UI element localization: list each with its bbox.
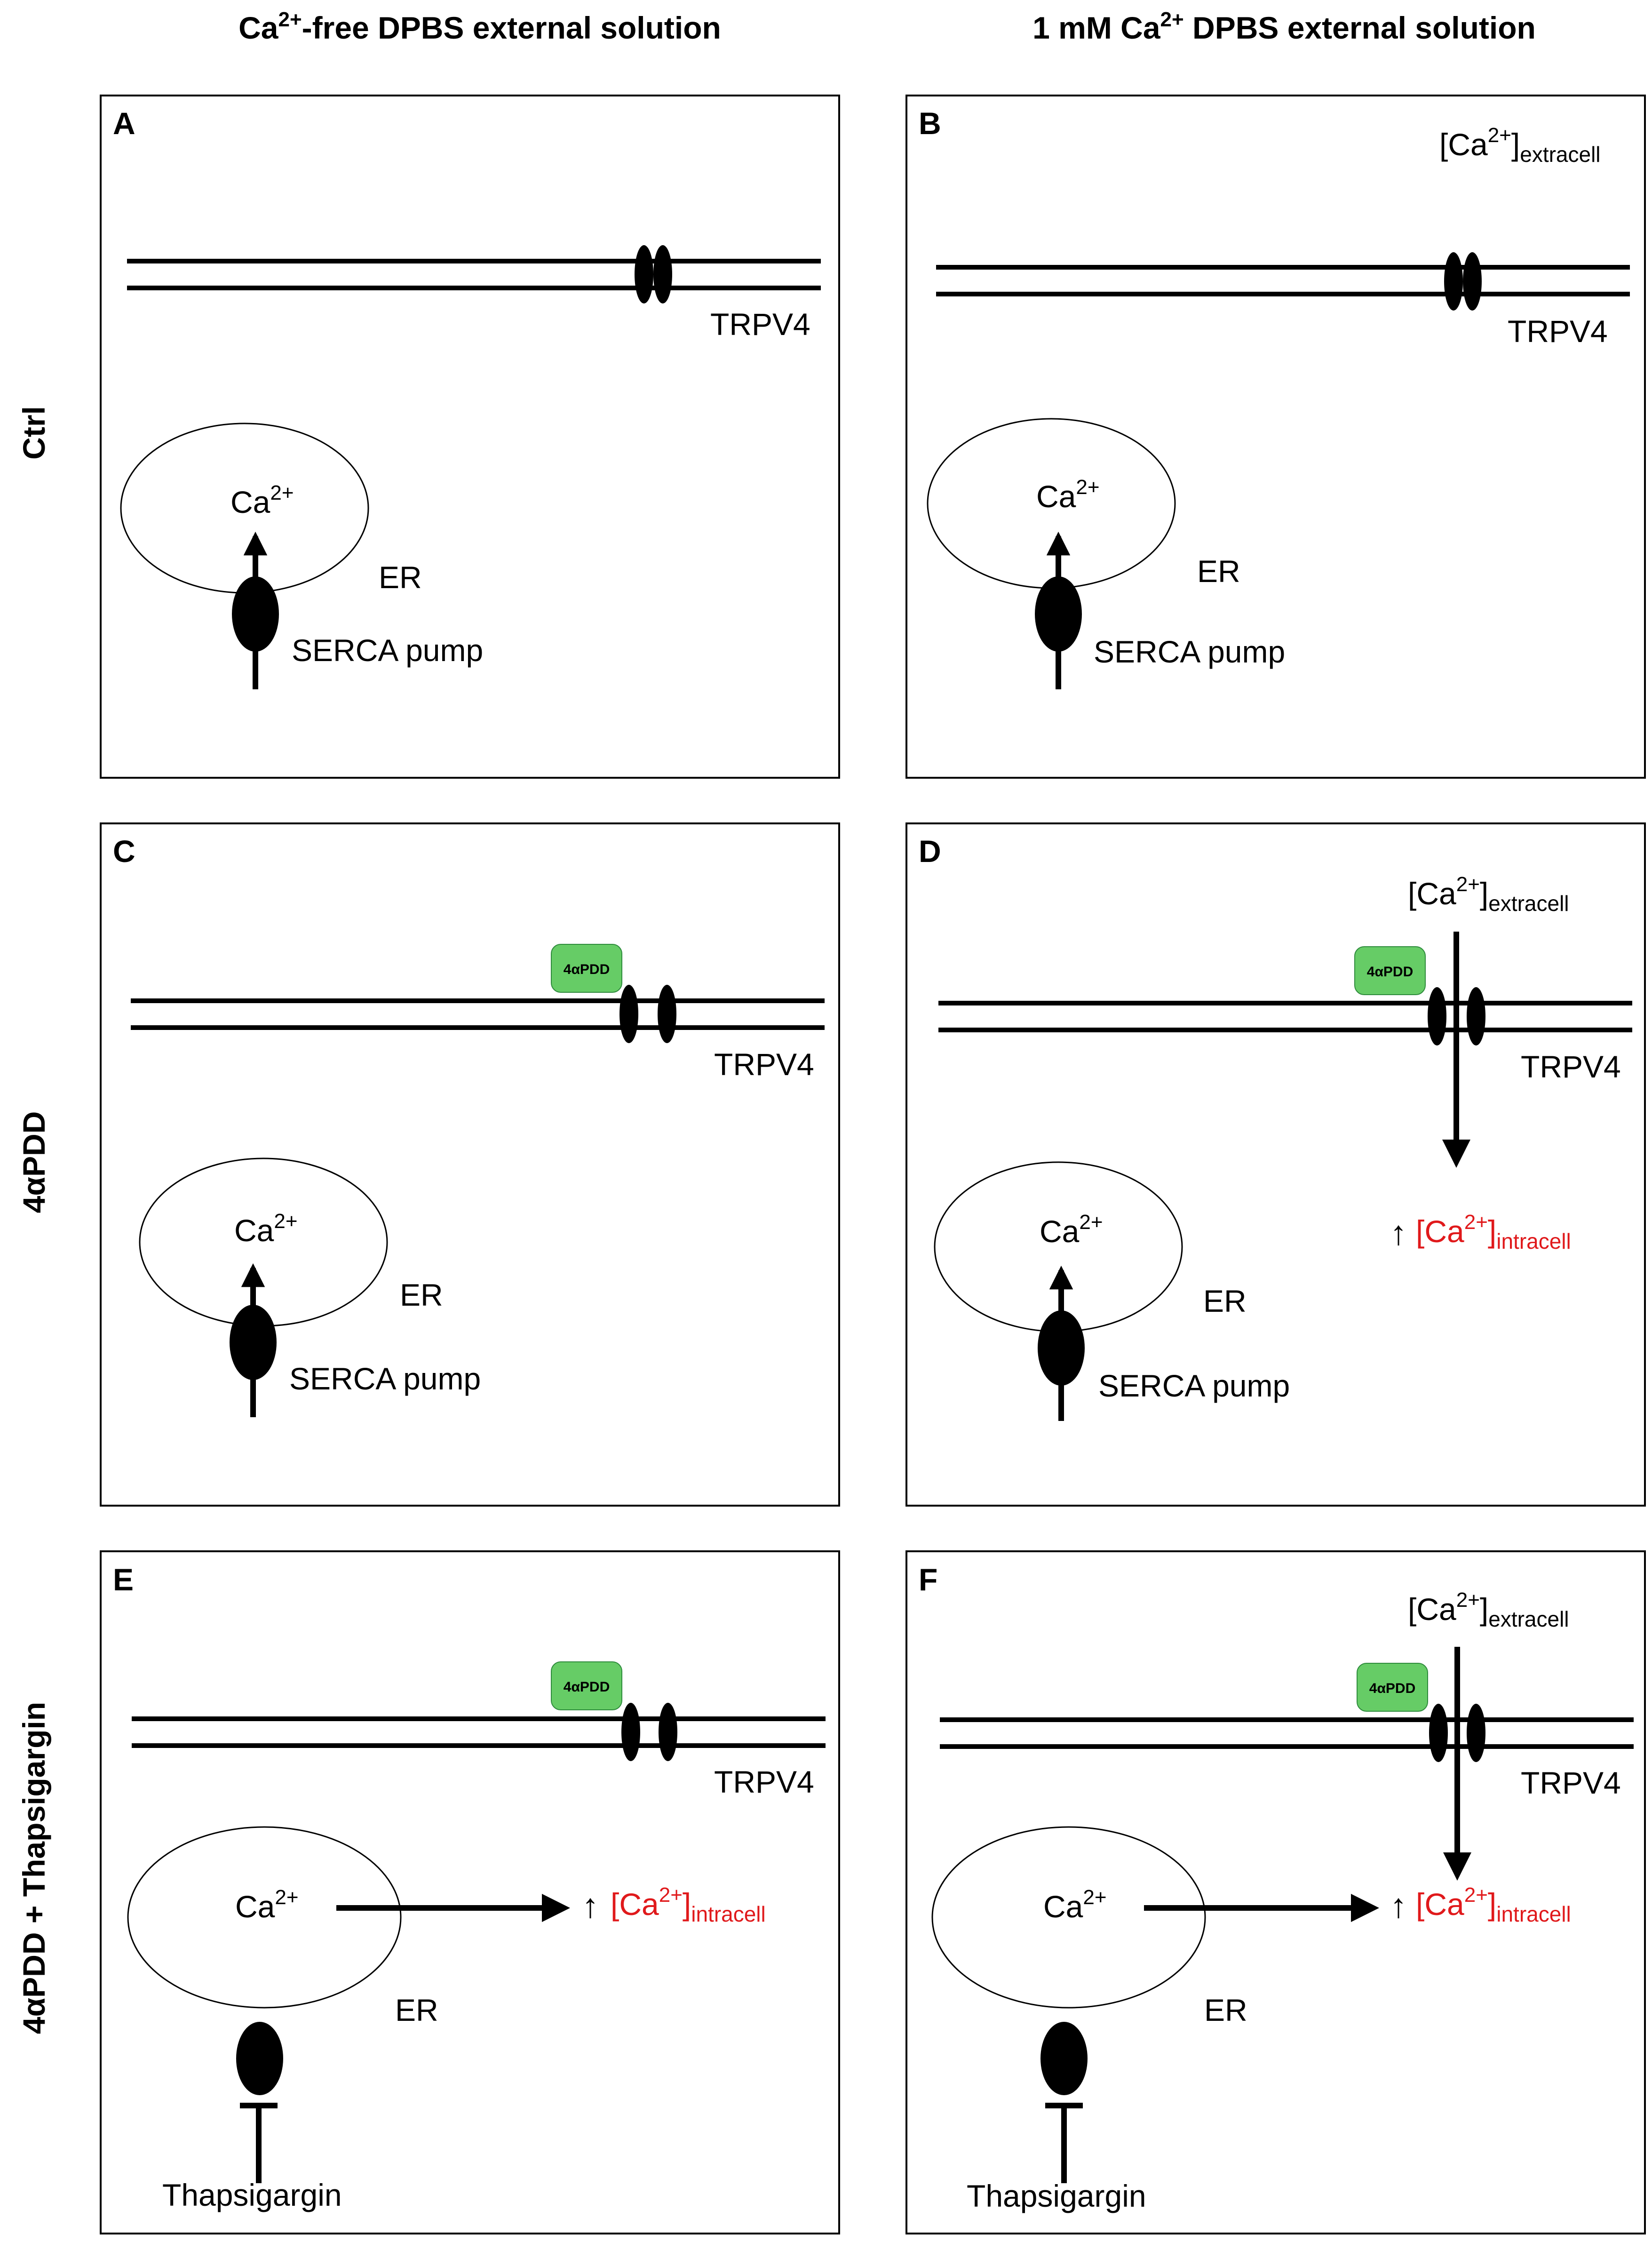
trpv4-channel-subunit — [1444, 252, 1463, 311]
trpv4-channel-subunit — [621, 1703, 640, 1761]
er-label: ER — [1204, 1993, 1247, 2027]
trpv4-label: TRPV4 — [1521, 1765, 1621, 1800]
ca-label: Ca2+ — [1036, 476, 1100, 514]
panel-b: B [Ca2+]extracell TRPV4 ER Ca2+ SERCA pu… — [905, 95, 1646, 779]
trpv4-channel-subunit — [659, 1703, 677, 1761]
panel-letter: D — [919, 834, 941, 869]
trpv4-channel-subunit — [1467, 987, 1485, 1045]
trpv4-channel-subunit — [658, 985, 676, 1043]
panel-letter: E — [113, 1562, 134, 1597]
er-label: ER — [1197, 554, 1240, 589]
trpv4-channel-subunit — [1467, 1704, 1485, 1762]
serca-label: SERCA pump — [1098, 1368, 1290, 1403]
trpv4-channel-subunit — [1428, 987, 1446, 1045]
serca-pump-icon — [1035, 576, 1082, 652]
serca-pump-icon — [1038, 1310, 1085, 1386]
panel-frame — [905, 822, 1646, 1507]
trpv4-channel-subunit — [635, 245, 653, 303]
intracellular-ca-label: [Ca2+]intracell — [611, 1883, 766, 1926]
serca-pump-icon — [236, 2022, 283, 2095]
4apdd-drug-label: 4αPDD — [1369, 1681, 1415, 1696]
trpv4-label: TRPV4 — [714, 1764, 814, 1799]
trpv4-channel-subunit — [620, 985, 638, 1043]
panel-d: D [Ca2+]extracell 4αPDD TRPV4 ↑ [Ca2+]in… — [905, 822, 1646, 1507]
trpv4-channel-subunit — [1463, 252, 1482, 311]
thapsigargin-label: Thapsigargin — [967, 2178, 1146, 2213]
increase-arrow: ↑ — [582, 1887, 599, 1925]
trpv4-label: TRPV4 — [714, 1047, 814, 1082]
panel-frame — [100, 822, 840, 1507]
intracellular-ca-label: [Ca2+]intracell — [1416, 1883, 1571, 1926]
column-header-ca-free: Ca2+-free DPBS external solution — [238, 8, 721, 45]
ca-label: Ca2+ — [234, 1210, 298, 1248]
er-label: ER — [1203, 1284, 1247, 1318]
panel-frame — [100, 95, 840, 779]
extracellular-ca-label: [Ca2+]extracell — [1439, 124, 1601, 167]
thapsigargin-label: Thapsigargin — [162, 2178, 342, 2212]
ca-label: Ca2+ — [230, 481, 294, 519]
panel-letter: B — [919, 106, 941, 141]
ca-label: Ca2+ — [235, 1886, 299, 1924]
ca-label: Ca2+ — [1043, 1886, 1107, 1924]
ca-label: Ca2+ — [1040, 1211, 1103, 1249]
trpv4-label: TRPV4 — [1508, 314, 1608, 349]
4apdd-drug-badge — [1354, 946, 1426, 995]
serca-pump-icon — [1040, 2022, 1088, 2095]
row-label-4apdd-thapsigargin: 4αPDD + Thapsigargin — [16, 1702, 51, 2034]
4apdd-drug-badge — [551, 1661, 622, 1710]
column-header-1mm-ca: 1 mM Ca2+ DPBS external solution — [1032, 8, 1536, 45]
trpv4-label: TRPV4 — [1521, 1049, 1621, 1084]
panel-letter: F — [919, 1562, 937, 1597]
4apdd-drug-badge — [1357, 1663, 1428, 1712]
panel-letter: C — [113, 834, 135, 869]
serca-label: SERCA pump — [292, 633, 483, 668]
panel-frame — [100, 1550, 840, 2234]
trpv4-label: TRPV4 — [710, 307, 810, 342]
4apdd-drug-label: 4αPDD — [564, 962, 610, 977]
panel-c: C 4αPDD TRPV4 ER Ca2+ SERCA pump — [100, 822, 840, 1507]
row-label-4apdd: 4αPDD — [16, 1111, 51, 1213]
er-label: ER — [379, 560, 422, 595]
extracellular-ca-label: [Ca2+]extracell — [1408, 1588, 1569, 1631]
panel-a: A TRPV4 ER Ca2+ SERCA pump — [100, 95, 840, 779]
panel-frame — [905, 95, 1646, 779]
panel-letter: A — [113, 106, 135, 141]
trpv4-channel-subunit — [653, 245, 672, 303]
er-label: ER — [400, 1277, 443, 1312]
er-label: ER — [395, 1993, 438, 2027]
panel-frame — [905, 1550, 1646, 2234]
serca-label: SERCA pump — [1094, 634, 1285, 669]
er-ellipse — [931, 1826, 1206, 2009]
trpv4-channel-subunit — [1429, 1704, 1448, 1762]
4apdd-drug-badge — [551, 944, 622, 993]
panel-e: E 4αPDD TRPV4 ER Ca2+ ↑ [Ca2+]intracell … — [100, 1550, 840, 2234]
increase-arrow: ↑ — [1390, 1214, 1407, 1252]
4apdd-drug-label: 4αPDD — [1367, 964, 1413, 980]
serca-pump-icon — [232, 576, 279, 652]
serca-pump-icon — [230, 1305, 277, 1380]
intracellular-ca-label: [Ca2+]intracell — [1416, 1211, 1571, 1253]
extracellular-ca-label: [Ca2+]extracell — [1408, 873, 1569, 916]
row-label-ctrl: Ctrl — [16, 406, 51, 460]
er-ellipse — [127, 1826, 402, 2009]
4apdd-drug-label: 4αPDD — [564, 1679, 610, 1695]
serca-label: SERCA pump — [289, 1361, 481, 1396]
increase-arrow: ↑ — [1390, 1887, 1407, 1925]
panel-f: F [Ca2+]extracell 4αPDD TRPV4 ER Ca2+ ↑ … — [905, 1550, 1646, 2234]
